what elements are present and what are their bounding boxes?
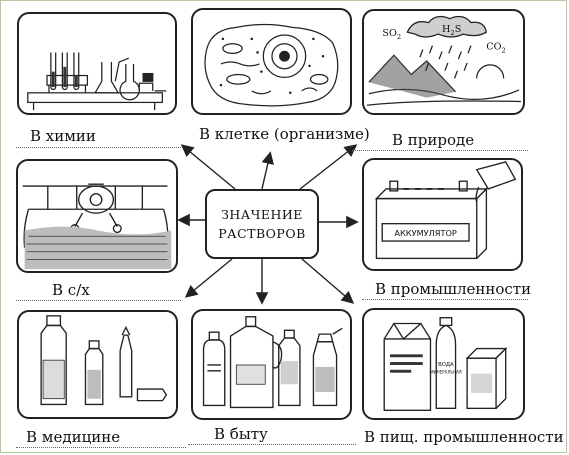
water-label-line2: МИНЕРАЛЬНАЯ — [430, 370, 462, 375]
caption-medicine: В медицине — [26, 428, 121, 446]
arrow-to-nature — [299, 144, 358, 190]
panel-cell — [191, 8, 352, 115]
caption-household: В быту — [214, 425, 268, 443]
panel-agriculture — [16, 159, 178, 273]
acid-rain-landscape-icon: SO2 H2S CO2 — [366, 15, 521, 106]
so2-label: SO2 — [382, 28, 401, 41]
panel-food-industry: ВОДА МИНЕРАЛЬНАЯ — [362, 308, 525, 420]
panel-household — [191, 309, 352, 420]
center-title-line1: ЗНАЧЕНИЕ — [221, 207, 303, 222]
arrow-to-cell — [261, 151, 274, 190]
battery-label: АККУМУЛЯТОР — [394, 228, 457, 238]
arrow-to-food — [301, 258, 355, 304]
caption-industry: В промышленности — [375, 280, 532, 298]
medicine-bottles-icon — [40, 315, 168, 406]
caption-agriculture: В с/х — [52, 281, 90, 299]
crop-duster-plane-icon — [22, 183, 172, 270]
center-title-line2: РАСТВОРОВ — [218, 226, 306, 241]
caption-cell: В клетке (организме) — [199, 125, 370, 143]
water-label-line1: ВОДА — [438, 362, 454, 368]
caption-underline — [352, 150, 528, 151]
caption-food-industry: В пищ. промышленности — [364, 428, 564, 446]
caption-underline — [16, 447, 186, 448]
cleaning-bottles-icon — [202, 316, 343, 409]
battery-acid-icon: АККУМУЛЯТОР — [374, 161, 517, 260]
caption-underline — [16, 300, 181, 301]
caption-underline — [16, 147, 181, 148]
food-packages-icon: ВОДА МИНЕРАЛЬНАЯ — [383, 317, 508, 411]
panel-industry: АККУМУЛЯТОР — [362, 158, 523, 271]
h2s-label: H2S — [442, 24, 461, 37]
center-title-box: ЗНАЧЕНИЕ РАСТВОРОВ — [205, 189, 319, 259]
cell-icon — [204, 23, 339, 107]
panel-chemistry — [17, 12, 177, 115]
caption-underline — [188, 444, 356, 445]
arrow-to-chemistry — [180, 144, 236, 190]
co2-label: CO2 — [486, 41, 506, 54]
lab-glassware-icon — [27, 52, 167, 111]
caption-nature: В природе — [392, 131, 475, 149]
panel-medicine — [17, 310, 178, 419]
caption-underline — [362, 299, 528, 300]
arrow-to-medicine — [184, 258, 233, 298]
panel-nature: SO2 H2S CO2 — [362, 9, 525, 115]
caption-chemistry: В химии — [30, 127, 96, 145]
